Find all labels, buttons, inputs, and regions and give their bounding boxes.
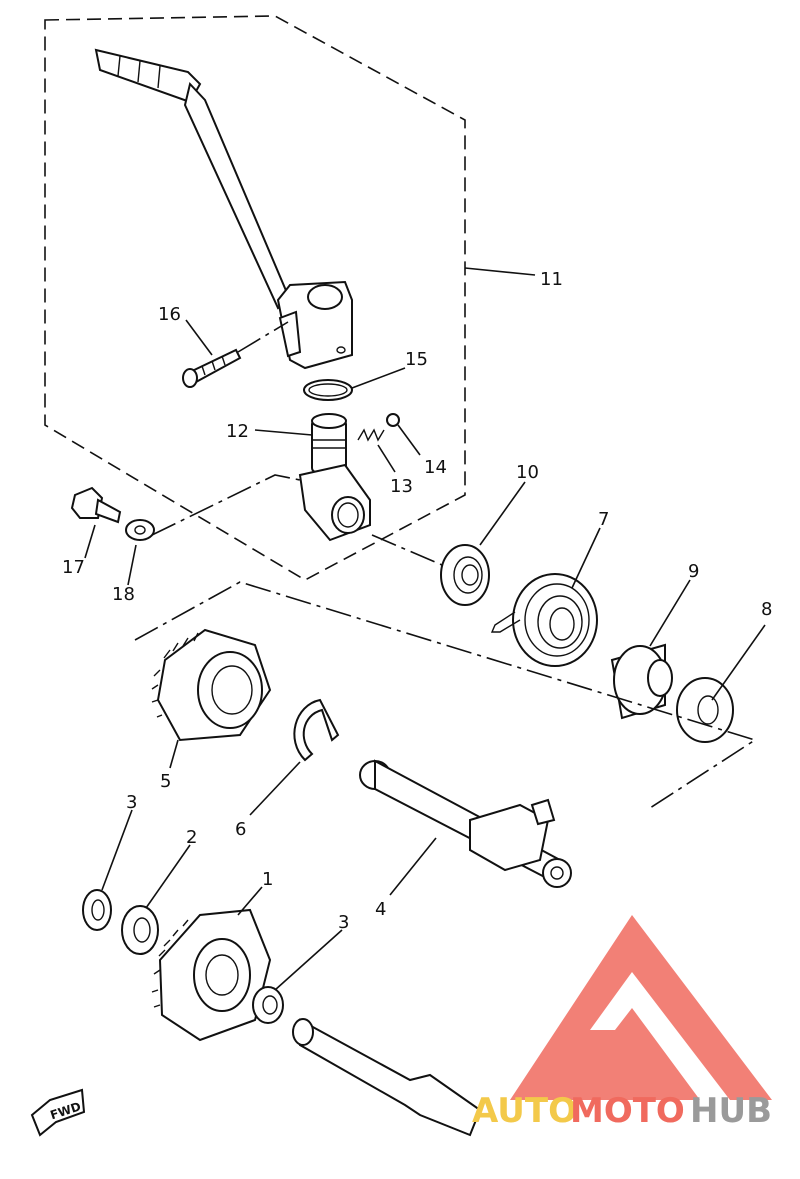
washer-2 <box>121 905 159 955</box>
kick-lever <box>94 48 353 370</box>
callout-9: 9 <box>688 561 699 582</box>
callout-11: 11 <box>540 269 563 290</box>
callout-7: 7 <box>598 509 609 530</box>
washer-8 <box>676 677 734 743</box>
callout-14: 14 <box>424 457 447 478</box>
circlip-3a <box>82 889 112 931</box>
circlip-3b <box>252 986 284 1024</box>
callout-16: 16 <box>158 304 181 325</box>
circlip-6 <box>293 698 340 762</box>
callout-18: 18 <box>112 584 135 605</box>
watermark-hub: HUB <box>690 1091 772 1131</box>
ball-14 <box>386 413 400 427</box>
oil-seal-10 <box>440 544 490 606</box>
watermark-text: AUTO MOTO HUB <box>472 1091 772 1131</box>
watermark-moto: MOTO <box>570 1091 685 1131</box>
spacer-9 <box>610 643 673 720</box>
callout-6: 6 <box>235 819 246 840</box>
callout-8: 8 <box>761 599 772 620</box>
callout-1: 1 <box>262 869 273 890</box>
callout-4: 4 <box>375 899 386 920</box>
callout-3b: 3 <box>338 912 349 933</box>
callout-5: 5 <box>160 771 171 792</box>
o-ring-15 <box>303 379 353 401</box>
bolt-16 <box>182 348 242 388</box>
kick-idle-gear-1 <box>151 908 272 1042</box>
callout-2: 2 <box>186 827 197 848</box>
kick-boss-12 <box>298 413 371 542</box>
callout-12: 12 <box>226 421 249 442</box>
ratchet-gear-5 <box>151 628 272 742</box>
spring-13 <box>357 428 385 442</box>
lower-shaft <box>292 1018 482 1137</box>
torsion-spring-7 <box>490 573 598 667</box>
callout-3a: 3 <box>126 792 137 813</box>
logo-triangle-mark <box>510 915 772 1100</box>
automotohub-logo <box>510 915 772 1100</box>
kick-axle-4 <box>359 759 572 888</box>
callout-17: 17 <box>62 557 85 578</box>
watermark-auto: AUTO <box>472 1091 577 1131</box>
assembly-11-boundary <box>44 15 466 581</box>
shaft-axis-line <box>134 581 757 809</box>
callout-10: 10 <box>516 462 539 483</box>
fwd-arrow-icon: FWD <box>30 1088 86 1137</box>
callout-15: 15 <box>405 349 428 370</box>
washer-18 <box>125 519 155 541</box>
bolt-17 <box>70 486 122 524</box>
callout-13: 13 <box>390 476 413 497</box>
